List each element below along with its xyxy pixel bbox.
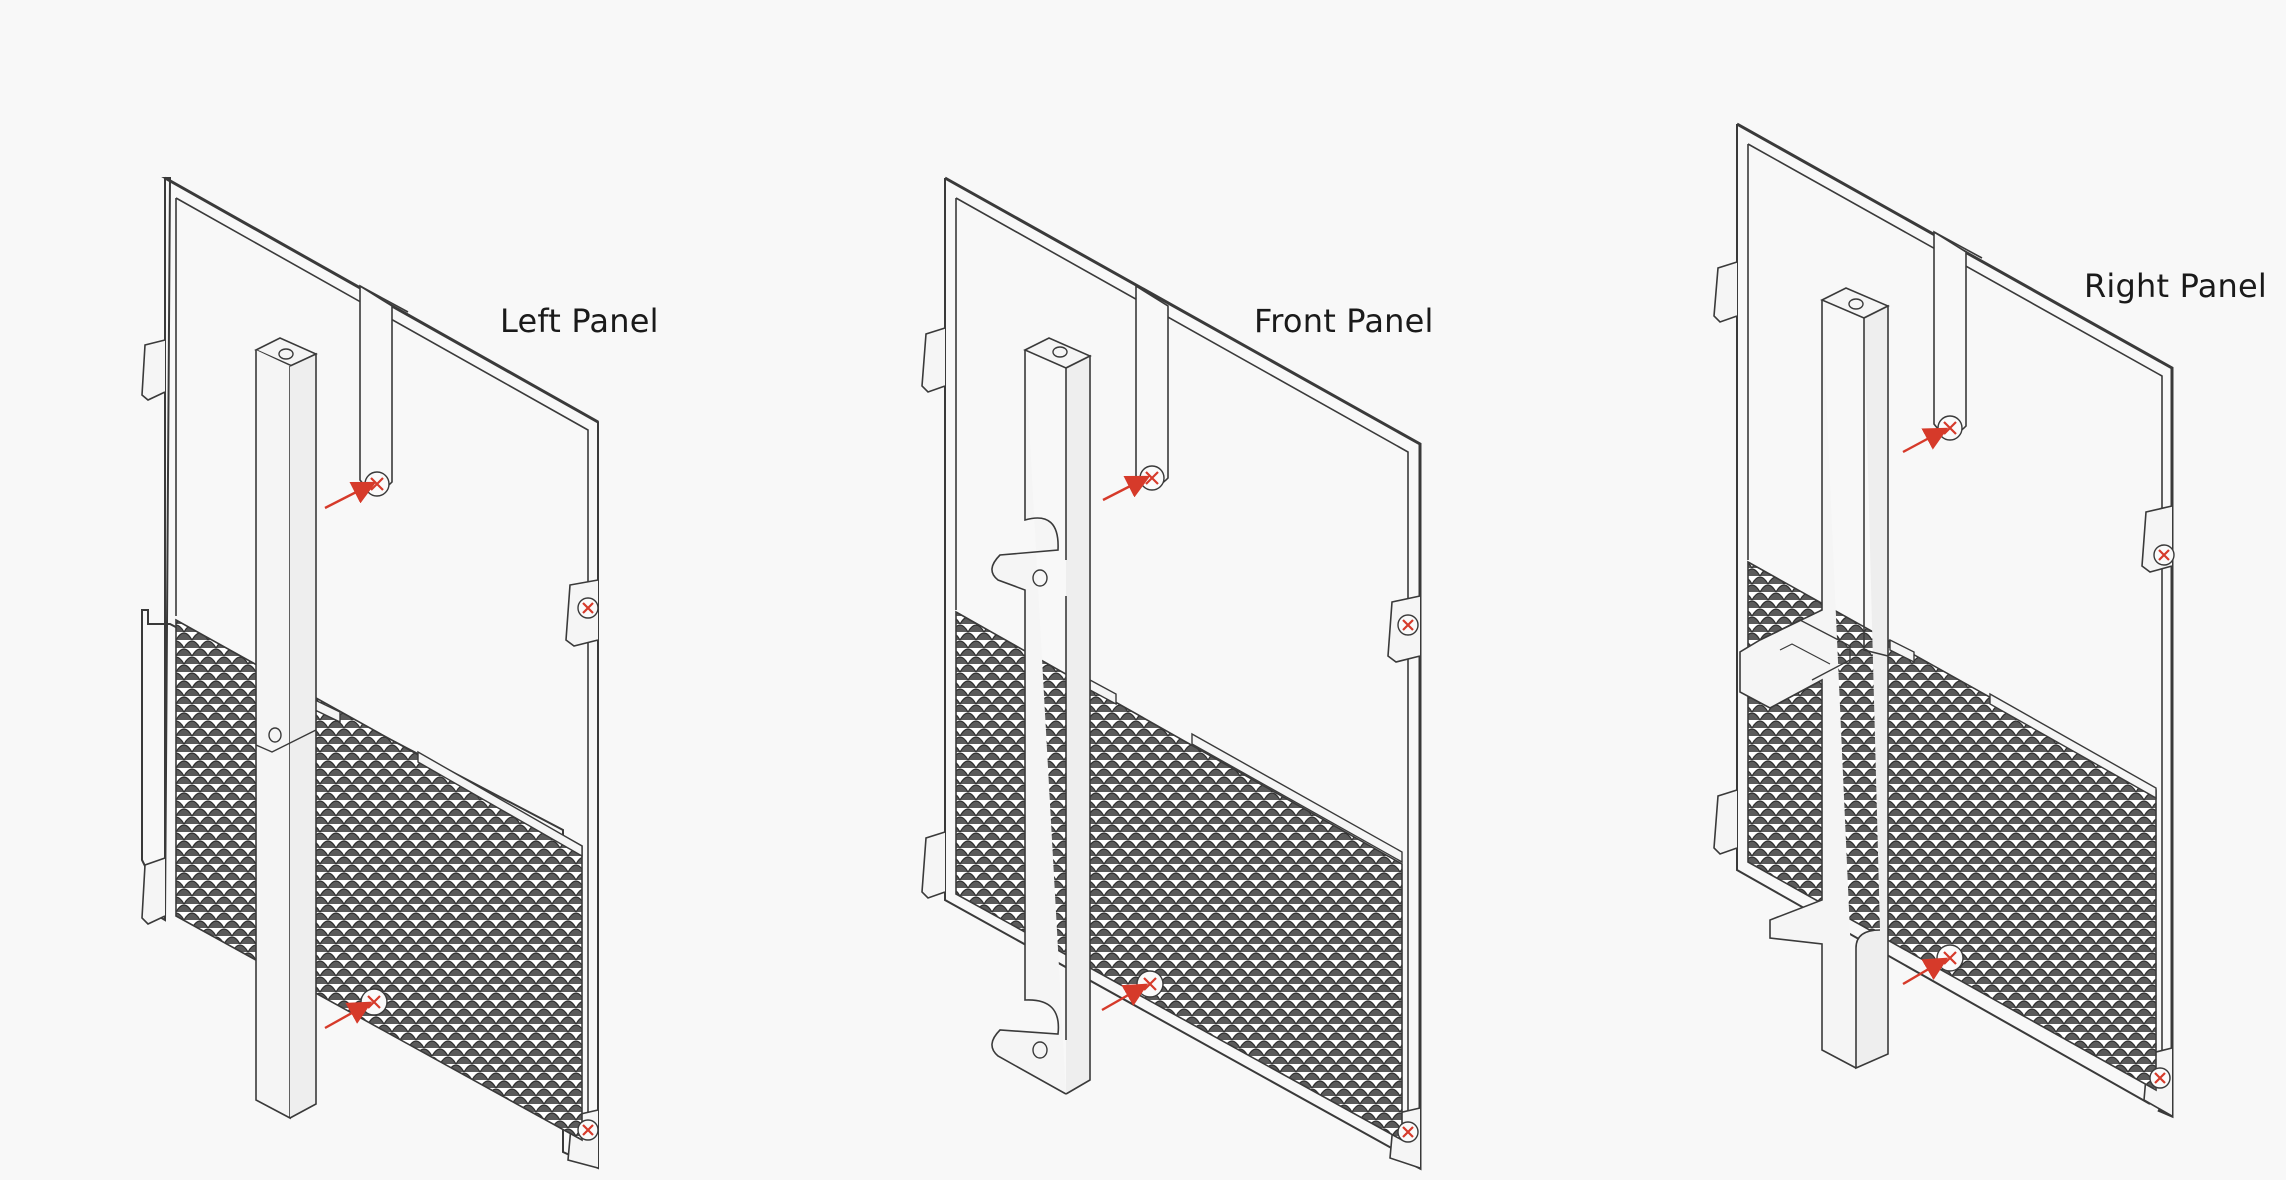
screw-point-icon [2153,544,2175,566]
vertical-bar [1739,287,1890,1070]
red-arrow-icon [1101,983,1149,1012]
screw-point-icon [360,988,388,1016]
red-arrow-icon [1902,427,1949,454]
screw-point-icon [577,1119,599,1141]
vertical-bar [254,337,318,1120]
red-arrow-icon [324,1001,373,1030]
screw-point-icon [1936,944,1964,972]
screw-point-icon [577,597,599,619]
screw-point-icon [1136,970,1164,998]
right-panel-label: Right Panel [2084,267,2267,305]
screw-point-icon [1937,415,1963,441]
red-arrow-icon [1102,475,1151,502]
left-panel-drawing [141,176,599,1170]
vertical-bar [991,337,1092,1095]
screw-point-icon [1397,1121,1419,1143]
right-panel-drawing [1713,122,2175,1119]
panel-ledge [1889,638,2157,800]
screw-point-icon [1397,614,1419,636]
left-panel-label: Left Panel [500,302,659,340]
front-panel-label: Front Panel [1254,302,1434,340]
panel-frame [921,176,1422,1171]
ventilation-mesh [175,618,583,1142]
front-panel-drawing [921,176,1422,1171]
screw-point-icon [2149,1067,2171,1089]
red-arrow-icon [1902,957,1949,986]
screw-point-icon [364,471,390,497]
red-arrow-icon [324,481,377,510]
